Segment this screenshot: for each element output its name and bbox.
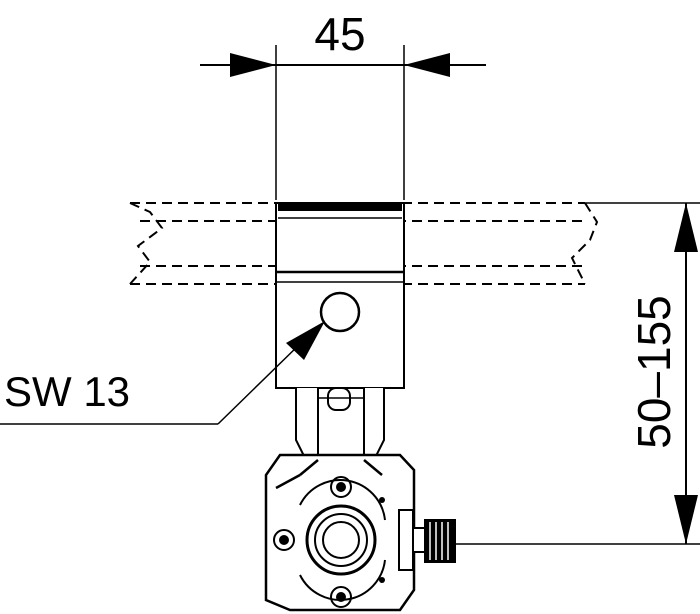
height-dimension [455, 202, 700, 545]
arrowhead-left-icon [230, 53, 276, 77]
width-dimension [200, 45, 486, 200]
connecting-bracket [295, 387, 385, 461]
width-label: 45 [314, 8, 365, 60]
screw-bottom-icon [330, 586, 352, 608]
screws [273, 476, 352, 608]
arrowhead-top-icon [674, 203, 698, 252]
side-dots [379, 497, 385, 583]
top-band [278, 203, 402, 211]
screw-top-icon [330, 476, 352, 498]
outlet-fitting [398, 509, 456, 571]
screw-left-icon [273, 529, 295, 551]
leader-arrow-icon [286, 321, 325, 360]
arrowhead-bottom-icon [674, 495, 698, 544]
wrench-size-label: SW 13 [4, 368, 130, 415]
upper-housing [275, 202, 405, 389]
arrowhead-right-icon [404, 53, 450, 77]
height-label: 50–155 [628, 295, 680, 449]
wrench-leader [0, 321, 325, 425]
central-boss [299, 479, 386, 601]
hex-nut-icon [319, 291, 361, 333]
